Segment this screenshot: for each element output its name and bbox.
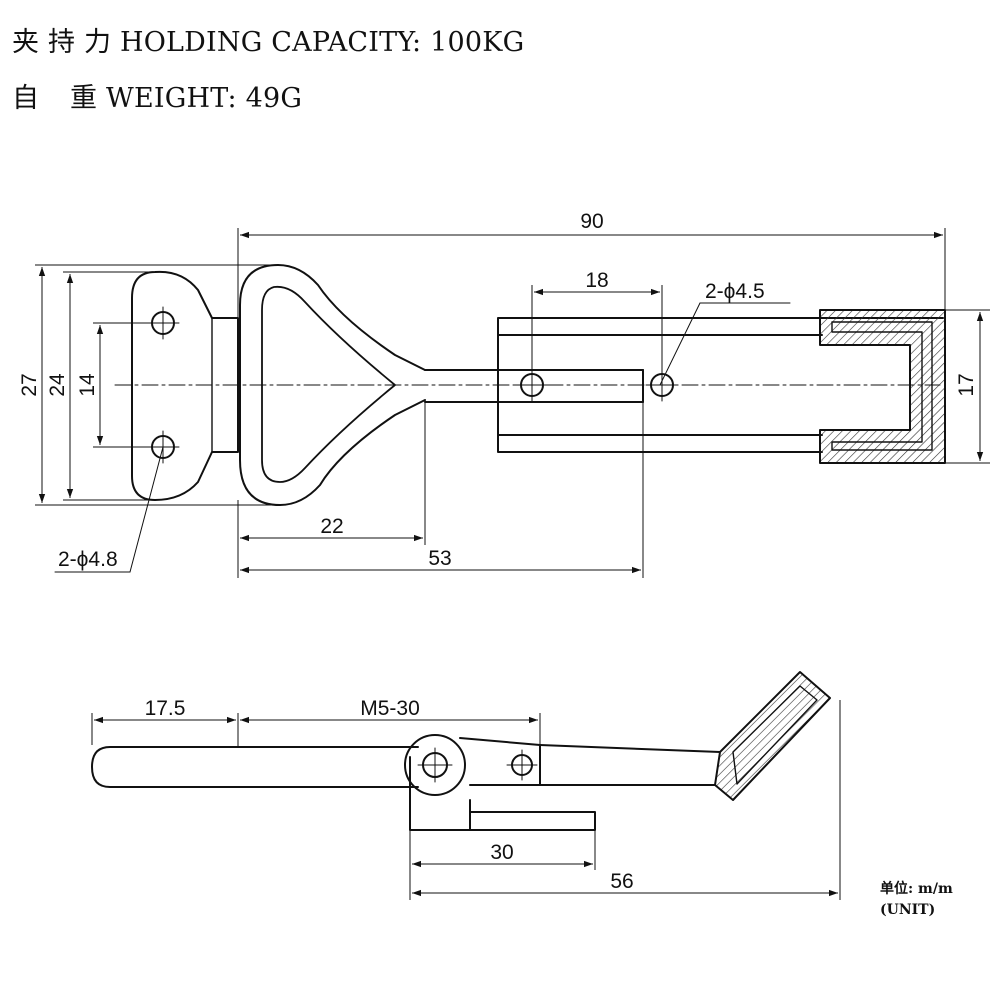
tapered-arm — [539, 744, 721, 786]
unit-label: 单位: m/m — [880, 881, 953, 897]
top-view — [54, 264, 946, 573]
base-hole-top — [146, 306, 180, 340]
dim-text-hook-hole: 2-ϕ4.5 — [705, 280, 765, 303]
weight-cn-2: 重 — [70, 83, 98, 114]
dim-text-90: 90 — [580, 210, 603, 233]
link-hole — [506, 749, 538, 781]
dim-text-m5-30: M5-30 — [360, 697, 420, 720]
dim-text-14: 14 — [76, 373, 99, 397]
dim-text-17-5: 17.5 — [145, 697, 186, 720]
leader-base-hole — [129, 446, 164, 573]
dim-text-24: 24 — [46, 373, 69, 397]
dim-text-30: 30 — [490, 841, 513, 864]
weight-cn-1: 自 — [12, 83, 40, 114]
hook-section-inner — [831, 321, 933, 451]
leader-hook-hole — [659, 302, 701, 386]
holding-capacity-label: 夹 持 力 HOLDING CAPACITY: 100KG — [12, 20, 524, 59]
dim-text-17: 17 — [955, 373, 978, 396]
side-dimensions — [91, 700, 841, 900]
side-handle — [91, 746, 419, 788]
top-dimensions — [35, 228, 990, 578]
dim-text-18: 18 — [585, 269, 608, 292]
hook-hole-right — [645, 368, 679, 402]
side-base-plate — [469, 811, 596, 831]
holding-capacity-cn: 夹 持 力 — [12, 27, 112, 58]
weight-en: WEIGHT: 49G — [106, 83, 303, 114]
dim-text-base-hole: 2-ϕ4.8 — [58, 548, 118, 571]
holding-capacity-en: HOLDING CAPACITY: 100KG — [119, 27, 525, 58]
side-view — [91, 671, 831, 831]
pivot-hole — [404, 734, 466, 796]
unit-note: (UNIT) — [880, 902, 936, 918]
hook-section — [819, 309, 946, 464]
dim-text-56: 56 — [610, 870, 633, 893]
side-hook-section — [714, 671, 831, 801]
dim-text-22: 22 — [320, 515, 343, 538]
handle-outer — [239, 264, 426, 506]
dim-text-27: 27 — [18, 373, 41, 396]
dim-text-53: 53 — [428, 547, 451, 570]
base-plate — [131, 270, 239, 501]
handle-inner — [261, 285, 396, 483]
weight-label: 自 重 WEIGHT: 49G — [12, 76, 302, 115]
side-hook-inner — [732, 685, 818, 785]
hook-hole-left — [515, 368, 549, 402]
pivot-block — [409, 756, 471, 831]
link-arm — [459, 737, 541, 786]
